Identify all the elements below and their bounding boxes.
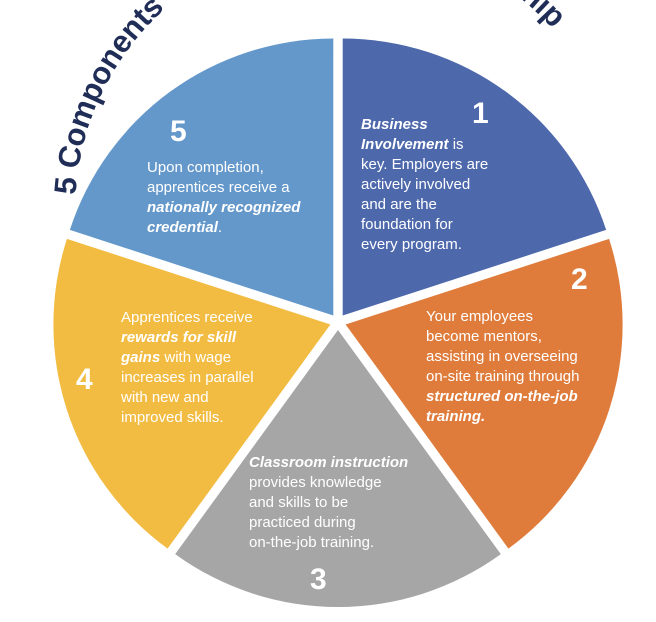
body-text: every program. [361, 236, 462, 253]
body-text: and skills to be [249, 494, 349, 511]
emphasis-text: rewards for skill [121, 329, 237, 346]
body-text: on-the-job training. [249, 534, 375, 551]
segment-2-text: Your employees become mentors, assisting i… [426, 307, 579, 427]
body-text: . [217, 219, 223, 236]
text-line: every program. [361, 235, 488, 255]
emphasis-text: structured on-the-job [426, 388, 578, 405]
pie-wedge-3 [175, 330, 501, 608]
emphasis-text: gains [121, 349, 161, 366]
body-text: become mentors, [426, 328, 542, 345]
text-line: Your employees [426, 307, 579, 327]
body-text: apprentices receive a [147, 179, 290, 196]
text-line: credential. [147, 218, 300, 238]
text-line: structured on-the-job [426, 387, 579, 407]
text-line: improved skills. [121, 408, 254, 428]
text-line: training. [426, 407, 579, 427]
emphasis-text: Classroom instruction [249, 454, 409, 471]
body-text: is [448, 136, 464, 153]
body-text: Your employees [426, 308, 534, 325]
body-text: Apprentices receive [121, 309, 253, 326]
emphasis-text: Involvement [361, 136, 449, 153]
body-text: improved skills. [121, 409, 224, 426]
text-line: on-site training through [426, 367, 579, 387]
body-text: assisting in overseeing [426, 348, 578, 365]
body-text: with new and [121, 389, 209, 406]
text-line: foundation for [361, 215, 488, 235]
body-text: practiced during [249, 514, 356, 531]
pie-wedge-1 [342, 38, 607, 316]
segment-1-number: 1 [472, 97, 489, 130]
segment-4-text: Apprentices receive rewards for skill gain… [121, 308, 254, 428]
text-line: become mentors, [426, 327, 579, 347]
segment-5-number: 5 [170, 115, 187, 148]
pie-wedge-5 [69, 38, 334, 316]
text-line: gains with wage [121, 348, 254, 368]
body-text: and are the [361, 196, 437, 213]
text-line: rewards for skill [121, 328, 254, 348]
segment-2-number: 2 [571, 263, 588, 296]
pie-wedge-4 [53, 238, 331, 549]
segment-3-number: 3 [310, 563, 327, 596]
body-text: key. Employers are [361, 156, 489, 173]
segment-5-text: Upon completion, apprentices receive a nat… [147, 158, 300, 238]
emphasis-text: nationally recognized [147, 199, 301, 216]
text-line: apprentices receive a [147, 178, 300, 198]
text-line: actively involved [361, 175, 488, 195]
text-line: with new and [121, 388, 254, 408]
text-line: Upon completion, [147, 158, 300, 178]
text-line: practiced during [249, 513, 408, 533]
text-line: Apprentices receive [121, 308, 254, 328]
emphasis-text: Business [361, 116, 428, 133]
body-text: actively involved [361, 176, 471, 193]
text-line: nationally recognized [147, 198, 300, 218]
text-line: increases in parallel [121, 368, 254, 388]
text-line: Classroom instruction [249, 453, 408, 473]
body-text: with wage [160, 349, 232, 366]
text-line: provides knowledge [249, 473, 408, 493]
segment-4-number: 4 [76, 363, 93, 396]
body-text: increases in parallel [121, 369, 254, 386]
body-text: on-site training through [426, 368, 580, 385]
text-line: on-the-job training. [249, 533, 408, 553]
text-line: and skills to be [249, 493, 408, 513]
text-line: key. Employers are [361, 155, 488, 175]
text-line: Involvement is [361, 135, 488, 155]
text-line: Business [361, 115, 488, 135]
emphasis-text: credential [147, 219, 218, 236]
text-line: and are the [361, 195, 488, 215]
text-line: assisting in overseeing [426, 347, 579, 367]
pie-wedge-2 [345, 238, 623, 549]
body-text: foundation for [361, 216, 453, 233]
emphasis-text: training. [426, 408, 486, 425]
body-text: provides knowledge [249, 474, 382, 491]
body-text: Upon completion, [147, 159, 264, 176]
segment-3-text: Classroom instruction provides knowledge a… [249, 453, 408, 553]
